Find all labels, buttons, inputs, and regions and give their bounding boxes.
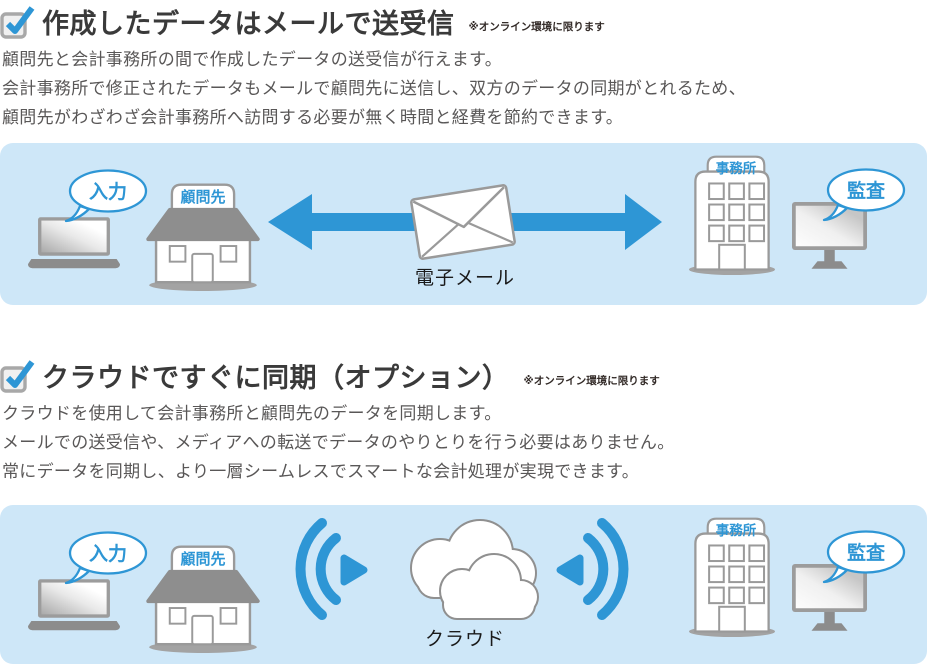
- cloud-online-note: ※オンライン環境に限ります: [523, 375, 660, 387]
- audit-bubble-label: 監査: [847, 179, 886, 202]
- client-sign-label: 顧問先: [180, 550, 225, 568]
- mail-section-title: 作成したデータはメールで送受信: [42, 9, 455, 40]
- body-line: 顧問先がわざわざ会計事務所へ訪問する必要が無く時間と経費を節約できます。: [2, 108, 624, 128]
- checkbox-icon: [0, 5, 35, 39]
- cloud-diagram-banner: 入力 顧問先: [0, 505, 927, 664]
- cloud-section-body: クラウドを使用して会計事務所と顧問先のデータを同期します。 メールでの送受信や、…: [2, 400, 675, 487]
- envelope-icon: [410, 184, 516, 260]
- body-line: メールでの送受信や、メディアへの転送でデータのやりとりを行う必要はありません。: [2, 433, 675, 453]
- monitor-icon: [792, 202, 867, 269]
- checkbox-icon: [0, 359, 35, 393]
- cloud-section-heading-row: クラウドですぐに同期（オプション） ※オンライン環境に限ります: [0, 356, 660, 395]
- audit-bubble-label: 監査: [847, 541, 886, 564]
- email-label: 電子メール: [415, 267, 515, 289]
- mail-section-heading-row: 作成したデータはメールで送受信 ※オンライン環境に限ります: [0, 2, 605, 41]
- body-line: 会計事務所で修正されたデータもメールで顧問先に送信し、双方のデータの同期がとれる…: [2, 79, 746, 99]
- input-bubble-label: 入力: [89, 542, 127, 565]
- laptop-icon: [28, 217, 120, 269]
- office-sign-label: 事務所: [716, 160, 757, 177]
- client-sign-label: 顧問先: [180, 188, 225, 206]
- mail-section-body: 顧問先と会計事務所の間で作成したデータの送受信が行えます。 会計事務所で修正され…: [2, 46, 746, 133]
- office-sign-label: 事務所: [716, 522, 757, 539]
- laptop-icon: [28, 579, 120, 631]
- office-building-icon: [687, 532, 777, 637]
- mail-diagram-banner: 入力 顧問先 電子メール 事務所 監査: [0, 143, 927, 305]
- body-line: 顧問先と会計事務所の間で作成したデータの送受信が行えます。: [2, 50, 502, 70]
- wifi-left-icon: [295, 518, 368, 620]
- cloud-icon: [410, 519, 539, 620]
- body-line: 常にデータを同期し、より一層シームレスでスマートな会計処理が実現できます。: [2, 462, 640, 482]
- wifi-right-icon: [556, 518, 629, 620]
- client-house-icon: [146, 207, 260, 291]
- monitor-icon: [792, 564, 867, 631]
- input-bubble-label: 入力: [89, 180, 127, 203]
- body-line: クラウドを使用して会計事務所と顧問先のデータを同期します。: [2, 404, 502, 424]
- mail-online-note: ※オンライン環境に限ります: [468, 21, 605, 33]
- office-building-icon: [687, 170, 777, 275]
- cloud-section-title: クラウドですぐに同期（オプション）: [42, 363, 510, 394]
- client-house-icon: [146, 569, 260, 653]
- cloud-label: クラウド: [425, 628, 505, 650]
